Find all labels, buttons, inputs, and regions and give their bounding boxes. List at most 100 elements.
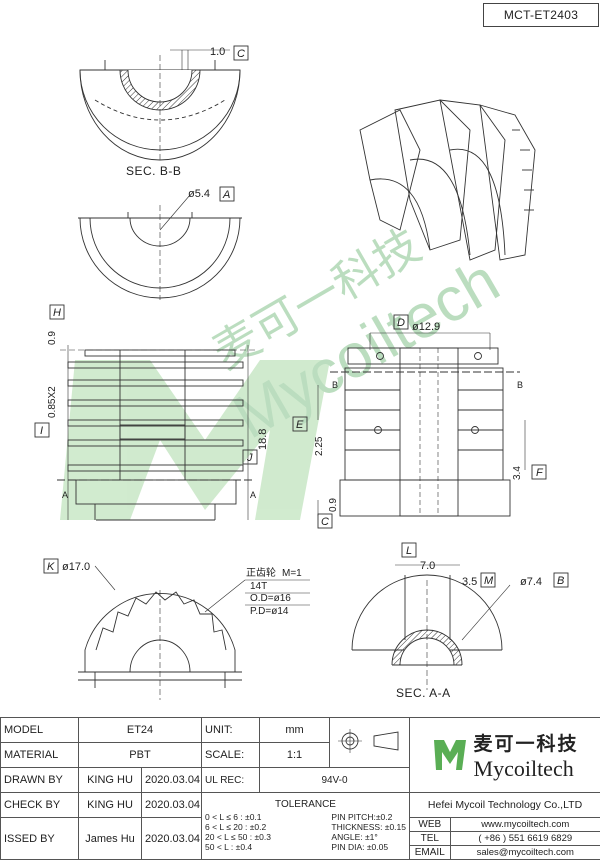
side-c-ref-box	[317, 513, 333, 529]
side-d-dim: ø12.9	[412, 321, 440, 333]
tel-label: TEL	[410, 831, 451, 846]
front-height-dim: 18.8	[257, 429, 269, 450]
side-sec-label-left: B	[332, 380, 338, 390]
tol-length-3: 20 < L ≤ 50 : ±0.3	[205, 832, 271, 842]
iso-view	[359, 99, 536, 261]
drawn-by-label: DRAWN BY	[0, 767, 79, 793]
sec-aa-m-ref-box	[480, 572, 496, 588]
unit-label: UNIT:	[201, 717, 261, 743]
tolerance-block: TOLERANCE 0 < L ≤ 6 : ±0.1 6 < L ≤ 20 : …	[201, 792, 411, 860]
gear-pd: P.D=ø14	[250, 606, 289, 617]
gear-title: 正齿轮	[246, 566, 276, 579]
gear-module: M=1	[282, 568, 302, 579]
material-label: MATERIAL	[0, 742, 79, 768]
company-name-cn: 麦可一科技	[473, 732, 579, 755]
sec-aa-l-ref: L	[406, 545, 412, 557]
check-date: 2020.03.04	[140, 792, 203, 818]
side-view	[317, 332, 526, 517]
sec-aa-m-dim: 3.5	[462, 576, 477, 588]
issued-by-value: James Hu	[78, 817, 142, 860]
gear-view	[78, 565, 310, 700]
sec-aa-l-dim: 7.0	[420, 560, 435, 572]
third-angle-projection-icon	[337, 729, 398, 753]
section-bb-view	[79, 49, 241, 161]
side-d-ref: D	[397, 317, 405, 329]
tel-value: ( +86 ) 551 6619 6829	[449, 831, 600, 846]
sec-aa-l-ref-box	[401, 542, 417, 558]
unit-value: mm	[259, 717, 331, 743]
side-e-ref-box	[292, 416, 308, 432]
gear-k-ref-box	[43, 558, 59, 574]
side-c-ref: C	[321, 516, 329, 528]
issued-by-label: ISSED BY	[0, 817, 79, 860]
gear-od: O.D=ø16	[250, 593, 291, 604]
side-f-dim: 3.4	[512, 466, 523, 480]
side-f-ref: F	[536, 467, 544, 479]
side-c-dim: 0.9	[328, 498, 339, 512]
scale-value: 1:1	[259, 742, 331, 768]
sec-bb-ref: C	[237, 48, 245, 60]
side-sec-label-right: B	[517, 380, 523, 390]
sec-aa-title: SEC. A-A	[396, 686, 451, 700]
front-sec-label-right: A	[250, 490, 256, 500]
section-aa-view	[351, 564, 511, 690]
tol-thickness: THICKNESS: ±0.15	[331, 822, 407, 832]
front-h-dim: 0.9	[47, 331, 58, 345]
front-j-ref: J	[246, 452, 253, 464]
side-f-ref-box	[531, 464, 547, 480]
drawing-code: MCT-ET2403	[483, 3, 599, 27]
sec-aa-b-dim: ø7.4	[520, 576, 542, 588]
front-h-ref-box	[49, 304, 65, 320]
side-e-dim: 2.25	[314, 436, 325, 456]
tolerance-length-list: 0 < L ≤ 6 : ±0.1 6 < L ≤ 20 : ±0.2 20 < …	[205, 812, 271, 852]
front-pitch-dim: 0.85X2	[47, 386, 58, 418]
top-half-ref-box	[219, 186, 235, 202]
web-link[interactable]: www.mycoiltech.com	[449, 818, 600, 832]
gear-dia: ø17.0	[62, 561, 90, 573]
tol-angle: ANGLE: ±1°	[331, 832, 378, 842]
front-h-ref: H	[53, 307, 61, 319]
watermark: 麦可一科技 Mycoiltech	[60, 218, 511, 520]
front-j-ref-box	[242, 449, 258, 465]
drawn-date: 2020.03.04	[140, 767, 203, 793]
top-half-dim: ø5.4	[188, 188, 210, 200]
email-link[interactable]: sales@mycoiltech.com	[449, 845, 600, 859]
check-by-value: KING HU	[78, 792, 142, 818]
check-by-label: CHECK BY	[0, 792, 79, 818]
email-label: EMAIL	[410, 845, 451, 859]
company-brand: 麦可一科技 Mycoiltech	[409, 717, 600, 793]
tolerance-other-list: PIN PITCH:±0.2 THICKNESS: ±0.15 ANGLE: ±…	[331, 812, 406, 852]
tolerance-title: TOLERANCE	[275, 799, 336, 810]
tol-pin-pitch: PIN PITCH:±0.2	[331, 812, 393, 822]
material-value: PBT	[77, 742, 203, 768]
drawn-by-value: KING HU	[78, 767, 142, 793]
sec-aa-b-ref: B	[557, 575, 564, 587]
tol-length-2: 6 < L ≤ 20 : ±0.2	[205, 822, 267, 832]
sec-aa-m-ref: M	[484, 575, 494, 587]
gear-k-ref: K	[47, 561, 55, 573]
side-e-ref: E	[296, 419, 304, 431]
model-label: MODEL	[0, 717, 79, 743]
top-half-ref: A	[222, 189, 230, 201]
ul-label: UL REC:	[201, 767, 261, 793]
title-block: MODEL ET24 UNIT: mm 麦可一科技 Mycoiltech	[0, 717, 600, 860]
front-sec-label-left: A	[62, 490, 68, 500]
company-full-name: Hefei Mycoil Technology Co.,LTD	[409, 792, 600, 818]
sec-bb-dim: 1.0	[210, 46, 225, 58]
model-value: ET24	[77, 717, 203, 743]
sec-bb-title: SEC. B-B	[126, 164, 181, 178]
ul-value: 94V-0	[259, 767, 411, 793]
sec-aa-b-ref-box	[553, 572, 569, 588]
contact-block: WEB www.mycoiltech.com TEL ( +86 ) 551 6…	[409, 817, 600, 860]
company-name-en: Mycoiltech	[473, 755, 574, 781]
scale-label: SCALE:	[201, 742, 261, 768]
front-view	[57, 345, 255, 521]
issued-date: 2020.03.04	[140, 817, 203, 860]
tol-length-1: 0 < L ≤ 6 : ±0.1	[205, 812, 262, 822]
gear-teeth: 14T	[250, 581, 267, 592]
sec-bb-ref-box	[233, 45, 249, 61]
top-half-view	[78, 194, 242, 300]
web-label: WEB	[410, 818, 451, 832]
side-d-ref-box	[393, 314, 409, 330]
